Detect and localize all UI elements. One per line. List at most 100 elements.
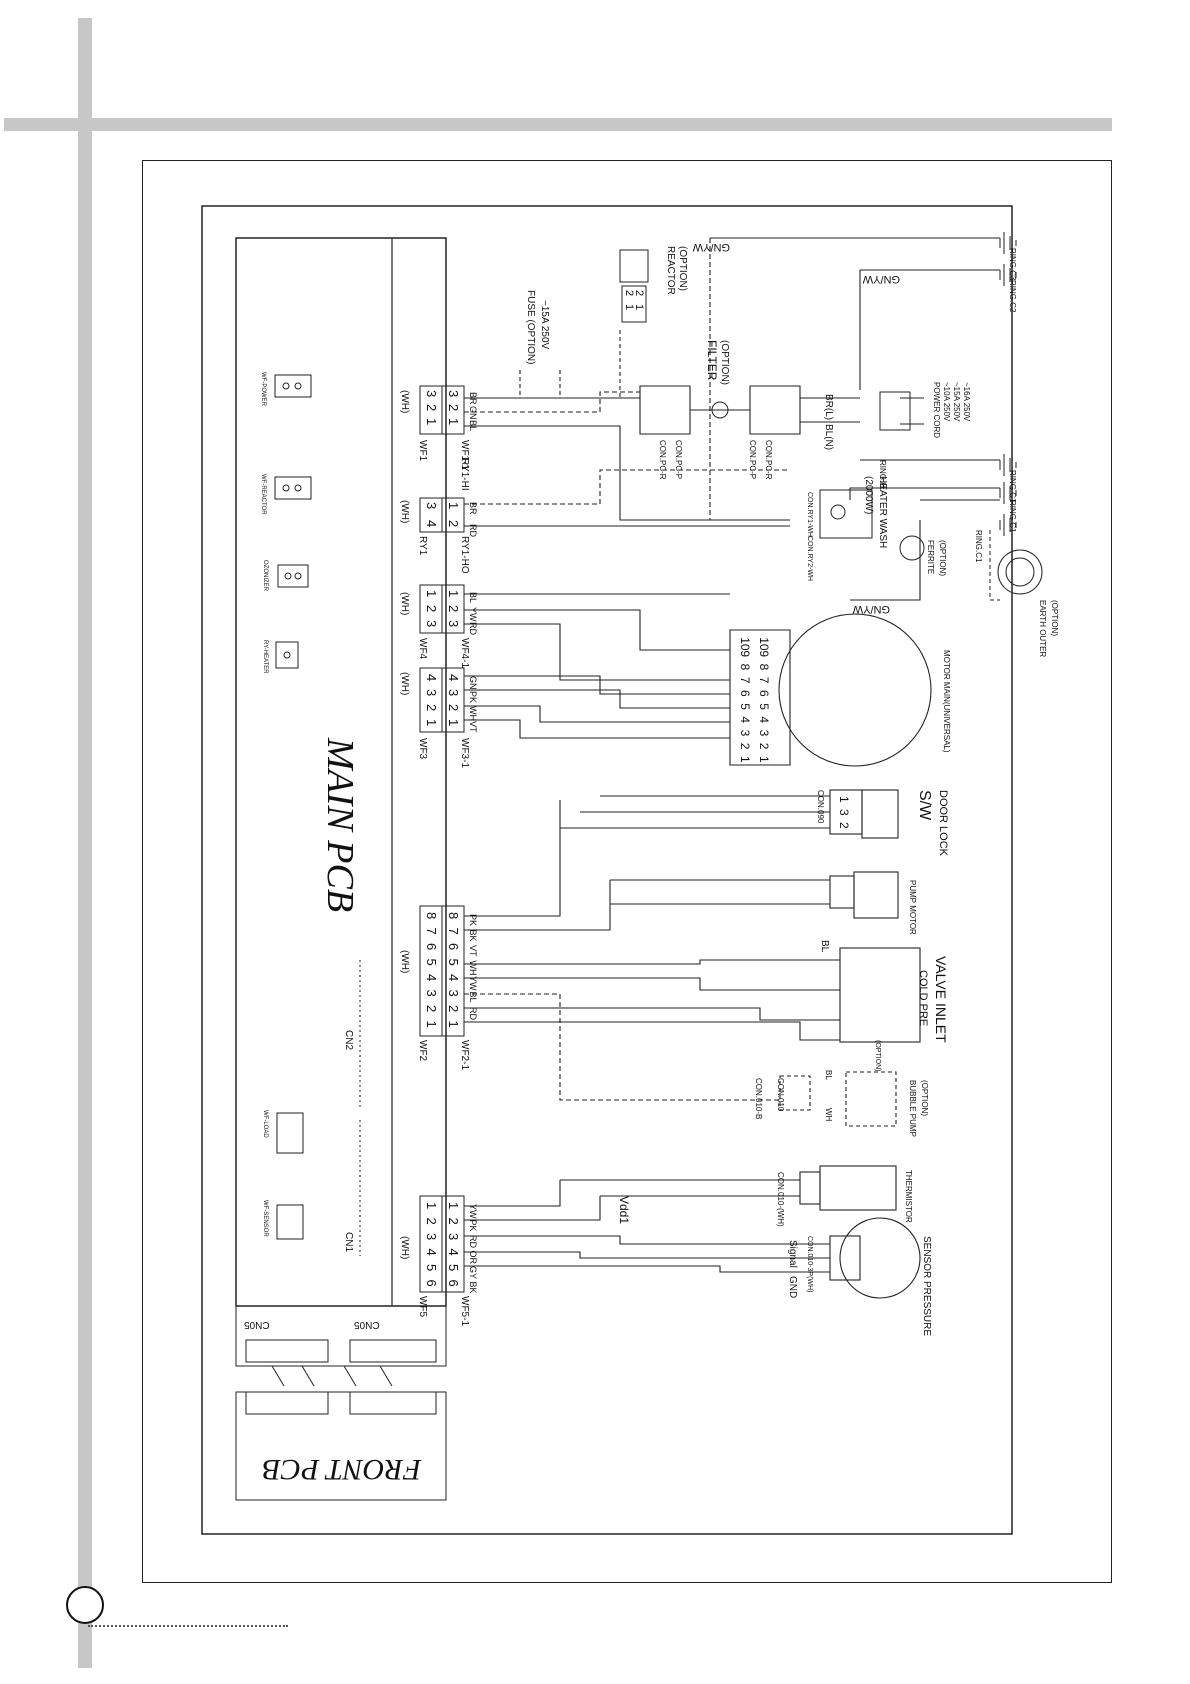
wf3-wire-2: WH	[468, 706, 478, 721]
pcb-small-parts	[274, 374, 361, 1256]
signal-label: Signal	[787, 1240, 798, 1268]
wf2-pin-mate-2: 6	[446, 943, 461, 950]
footer-dotted-line	[88, 1625, 288, 1627]
motor-pin-b-0: 1	[757, 756, 771, 763]
connector-ry1	[419, 497, 465, 533]
sensor-con: CON.010-3P(WH)	[806, 1236, 813, 1292]
wf1-housing: (WH)	[399, 390, 410, 413]
wf5-mate-label: WF5-1	[459, 1296, 470, 1326]
ring-c3: RING.C3	[1008, 248, 1017, 281]
wf2-wire-2: VT	[468, 945, 478, 957]
inner-border	[201, 205, 1013, 1535]
cn2-label: CN2	[343, 1030, 354, 1050]
wf2-pin-mate-5: 3	[446, 990, 461, 997]
con-ry1-wh: CON.RY1-WH	[806, 492, 813, 537]
wf5-housing: (WH)	[399, 1236, 410, 1259]
wf4-wire-1: YW	[468, 607, 478, 622]
connector-wf1	[419, 385, 465, 435]
ry1-wire-1: BR	[468, 502, 478, 515]
wf4-pin-mate-1: 2	[446, 605, 461, 612]
ry1-mate-pin-1: 1	[446, 502, 461, 509]
motor-pin-a-9: 10	[738, 637, 752, 651]
con-010-b-label: CON.010-B	[754, 1078, 763, 1119]
wf5-pin-0: 1	[424, 1202, 439, 1209]
motor-pin-a-6: 7	[738, 677, 752, 684]
wf2-wire-1: BK	[468, 930, 478, 942]
motor-pin-a-4: 5	[738, 703, 752, 710]
wf4-pin-1: 2	[424, 605, 439, 612]
pcb-label-wf-power: WF-POWER	[260, 372, 266, 407]
wf5-pin-5: 6	[424, 1280, 439, 1287]
reactor-pin-2: 1	[623, 304, 635, 310]
cn05-label-b: CN05	[354, 1319, 380, 1330]
wf2-pin-5: 3	[424, 990, 439, 997]
wf3-pin-0: 4	[424, 674, 439, 681]
ferrite-core	[899, 535, 925, 561]
bubble-wh: WH	[824, 1108, 833, 1122]
wf1-wire-1: GN	[468, 406, 478, 420]
wire-codes: BRGNBLBLYWRDGNPKWHVTPKBKVTWHYWBLRDYWPKRD…	[468, 392, 478, 1294]
con-pc-r-b: CON.PC-R	[764, 440, 773, 480]
sensor-pressure-label: SENSOR PRESSURE	[921, 1236, 932, 1336]
fuse-rating: ~15A 250V	[539, 300, 550, 350]
valve-option: (OPTION)	[874, 1040, 881, 1072]
br-l-label: BR(L)	[823, 394, 834, 420]
motor-pin-a-1: 2	[738, 743, 752, 750]
wf2-pin-mate-3: 5	[446, 959, 461, 966]
wf5-pin-3: 4	[424, 1249, 439, 1256]
wf1-pin-1: 2	[424, 404, 439, 411]
wf5-pin-mate-0: 1	[446, 1202, 461, 1209]
page-decor-horizontal-bar	[4, 118, 1112, 131]
pcb-label-ry-heater: RY-HEATER	[262, 640, 268, 674]
diagram-frame	[142, 160, 1112, 1583]
motor-label: MOTOR MAIN(UNIVERSAL)	[942, 650, 951, 753]
cn05-area	[235, 1305, 447, 1501]
wf5-wire-0: YW	[468, 1204, 478, 1219]
con-ry2-wh: CON.RY2-WH	[806, 536, 813, 581]
power-cord-rating-1: ~10A 250V	[942, 382, 951, 422]
wf3-pin-3: 1	[424, 719, 439, 726]
ry1-pin-0: 4	[424, 520, 439, 527]
wf5-pin-mate-1: 2	[446, 1218, 461, 1225]
motor-pin-a-7: 8	[738, 664, 752, 671]
wf5-pin-mate-4: 5	[446, 1264, 461, 1271]
pcb-label-ozonizer: OZONIZER	[262, 560, 268, 592]
wf5-wire-5: BK	[468, 1282, 478, 1294]
wf4-pin-0: 1	[424, 590, 439, 597]
ground-symbols	[999, 232, 1017, 536]
door-pin-0: 1	[837, 796, 851, 803]
bl-n-label: BL(N)	[823, 424, 834, 450]
reactor-label: REACTOR	[665, 246, 676, 295]
ring-c1-a: RING.C1	[1008, 470, 1017, 503]
valve-inlet-label: VALVE INLET	[933, 956, 949, 1043]
reactor-pin-3: 1	[633, 304, 645, 310]
valve-bl: BL	[819, 940, 830, 953]
wf2-pin-4: 4	[424, 974, 439, 981]
connector-wf3	[419, 667, 465, 733]
wf2-pin-7: 1	[424, 1021, 439, 1028]
wf5-pin-2: 3	[424, 1233, 439, 1240]
wf4-wire-2: RD	[468, 622, 478, 635]
gnd-label: GND	[787, 1276, 798, 1298]
wf2-mate-label: WF2-1	[459, 1040, 470, 1070]
wf3-wire-3: VT	[468, 721, 478, 733]
pcb-label-wf-load: WF-LOAD	[262, 1110, 268, 1138]
ry1-hi-label: RY1-HI	[459, 458, 470, 491]
wf2-wire-5: BL	[468, 992, 478, 1003]
filter-core	[711, 401, 729, 419]
motor-pin-b-2: 3	[757, 730, 771, 737]
wf2-pin-mate-4: 4	[446, 974, 461, 981]
wf2-pin-mate-6: 2	[446, 1005, 461, 1012]
wf2-pin-3: 5	[424, 959, 439, 966]
gn-yw-label-2: GN/YW	[862, 273, 900, 285]
pcb-label-wf-sensor: WF-SENSOR	[262, 1200, 268, 1237]
filter-option: (OPTION)	[719, 340, 730, 385]
wf1-pin-2: 1	[424, 418, 439, 425]
ry1-housing: (WH)	[399, 500, 410, 523]
cn1-label: CN1	[343, 1232, 354, 1252]
main-pcb-label: MAIN PCB	[319, 737, 361, 912]
valve-cold-label: COLD PRE	[917, 970, 929, 1026]
wf2-pin-0: 8	[424, 912, 439, 919]
